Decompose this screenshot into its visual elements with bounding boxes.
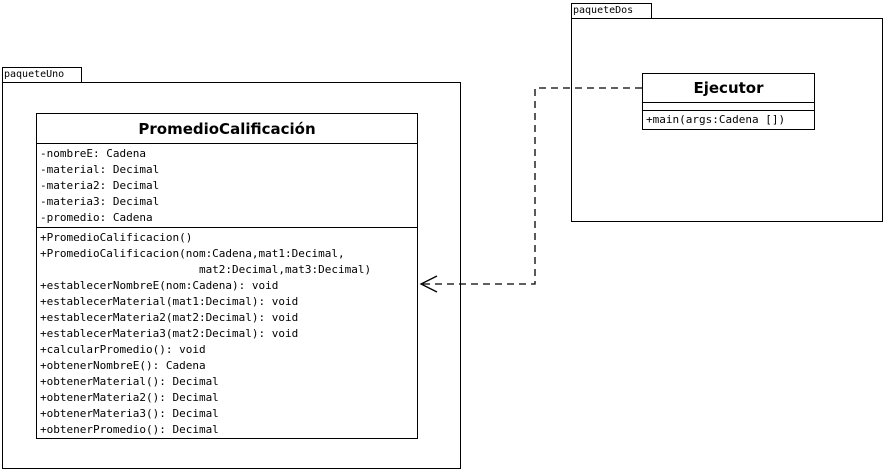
package-name-paquete-uno: paqueteUno [4,69,65,80]
package-tab-paquete-dos[interactable]: paqueteDos [571,3,652,18]
class-ejecutor[interactable]: Ejecutor +main(args:Cadena []) [642,73,815,130]
operation-constructor-params[interactable]: +PromedioCalificacion(nom:Cadena,mat1:De… [40,247,345,260]
operation-calcular-promedio[interactable]: +calcularPromedio(): void [40,343,206,356]
dependency-line [421,87,642,285]
attribute-materia2[interactable]: -materia2: Decimal [40,179,160,192]
class-name-ejecutor: Ejecutor [643,74,814,103]
class-title: PromedioCalificación [138,119,316,138]
operation-obtener-promedio[interactable]: +obtenerPromedio(): Decimal [40,423,219,436]
operation-obtener-materia3[interactable]: +obtenerMateria3(): Decimal [40,407,219,420]
package-name-paquete-dos: paqueteDos [573,5,634,16]
operation-establecer-materia2[interactable]: +establecerMateria2(mat2:Decimal): void [40,311,299,324]
operations-compartment-ejecutor: +main(args:Cadena []) [643,111,814,129]
operation-establecer-materia3[interactable]: +establecerMateria3(mat2:Decimal): void [40,327,299,340]
class-promedio-calificacion[interactable]: PromedioCalificación -nombreE: Cadena -m… [36,113,418,439]
operation-establecer-nombre-e[interactable]: +establecerNombreE(nom:Cadena): void [40,279,279,292]
attributes-compartment: -nombreE: Cadena -material: Decimal -mat… [37,144,417,228]
attributes-compartment-ejecutor [643,103,814,111]
operations-compartment: +PromedioCalificacion() +PromedioCalific… [37,228,417,440]
class-title-ejecutor: Ejecutor [693,79,764,97]
class-name-promedio-calificacion: PromedioCalificación [37,114,417,144]
operation-main[interactable]: +main(args:Cadena []) [646,113,786,126]
attribute-nombre-e[interactable]: -nombreE: Cadena [40,147,146,160]
attribute-promedio[interactable]: -promedio: Cadena [40,211,153,224]
operation-obtener-materia2[interactable]: +obtenerMateria2(): Decimal [40,391,219,404]
operation-constructor-params-cont[interactable]: mat2:Decimal,mat3:Decimal) [40,263,372,276]
operation-obtener-nombre-e[interactable]: +obtenerNombreE(): Cadena [40,359,206,372]
attribute-materia3[interactable]: -materia3: Decimal [40,195,160,208]
dependency-arrowhead [419,275,438,293]
operation-establecer-material[interactable]: +establecerMaterial(mat1:Decimal): void [40,295,299,308]
attribute-material[interactable]: -material: Decimal [40,163,160,176]
operation-obtener-material[interactable]: +obtenerMaterial(): Decimal [40,375,219,388]
package-tab-paquete-uno[interactable]: paqueteUno [2,67,82,82]
operation-constructor-default[interactable]: +PromedioCalificacion() [40,231,193,244]
